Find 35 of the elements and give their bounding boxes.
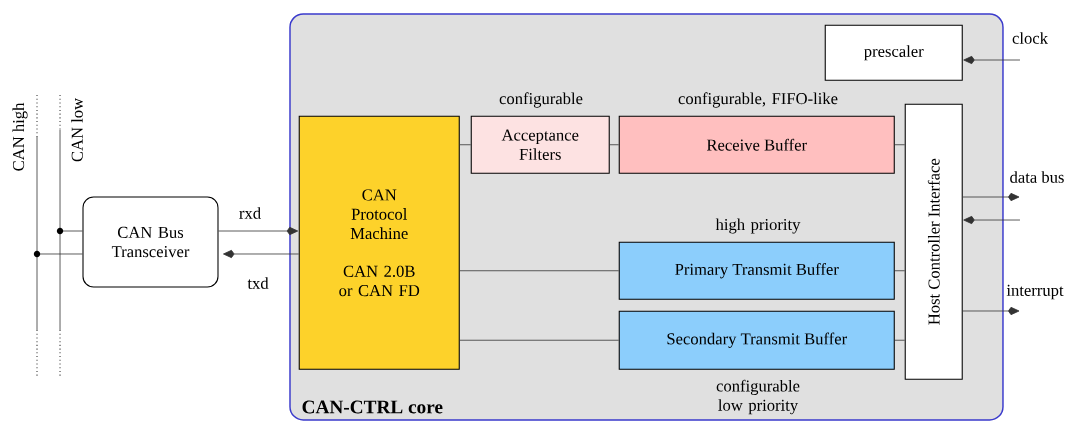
connector [962,306,1020,316]
interface-box: Host Controller Interface [904,103,963,380]
connector [894,270,906,272]
buffer-box: Secondary Transmit Buffer [618,310,895,370]
filter-box: Acceptance Filters [470,115,610,174]
box-caption: configurable [499,92,583,108]
prescaler-box: prescaler [824,24,963,81]
bus-label: CAN high [12,102,28,171]
signal-label: clock [1012,32,1048,44]
box-caption: configurable low priority [716,379,800,415]
signal-label: txd [247,277,269,289]
signal-label: rxd [239,207,261,219]
connector [962,192,1020,202]
bus-label: CAN low [71,98,83,162]
protocol-machine-box: CAN Protocol Machine CAN 2.0B or CAN FD [298,115,460,370]
box-caption: configurable, FIFO-like [678,92,838,108]
connector [223,249,300,259]
connector [459,144,472,146]
connector [609,144,620,146]
connector [59,129,83,232]
connector [894,339,906,341]
signal-label: interrupt [1006,284,1064,300]
connector [963,55,1021,65]
transceiver-box: CAN Bus Transceiver [82,196,219,288]
box-caption: high priority [715,218,801,234]
connector [459,339,620,341]
connector [36,136,83,255]
signal-label: data bus [1010,171,1064,183]
buffer-box: Receive Buffer [618,115,895,174]
connector [963,215,1021,225]
connector [894,144,906,146]
connector [459,270,620,272]
panel-title: CAN-CTRL core [302,400,443,414]
connector [218,226,299,236]
buffer-box: Primary Transmit Buffer [618,241,895,300]
